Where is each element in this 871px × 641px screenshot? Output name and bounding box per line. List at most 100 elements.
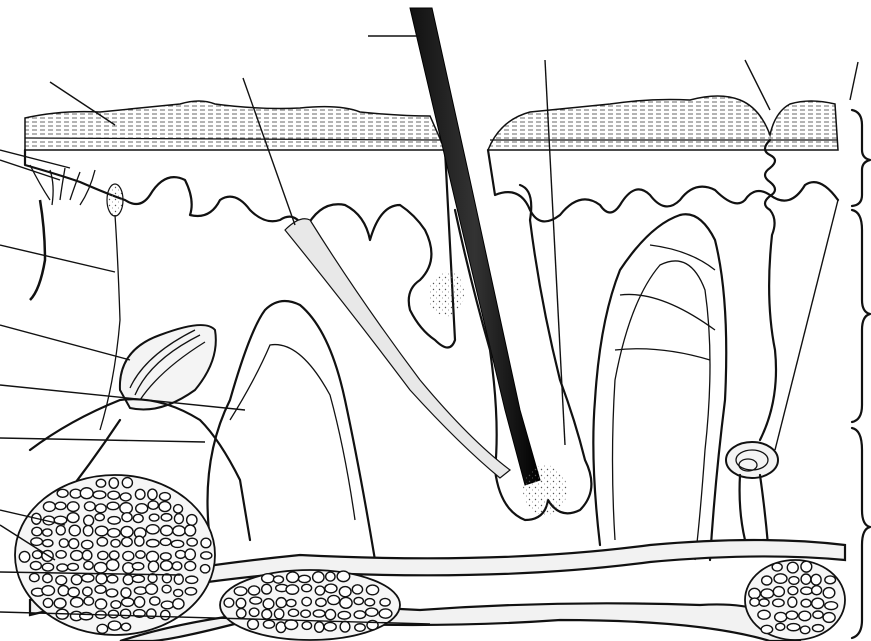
fat-cell <box>109 551 118 560</box>
sweat-gland-coil <box>726 442 778 545</box>
fat-cell <box>93 491 106 499</box>
bracket-epidermis <box>852 110 870 206</box>
fat-cell <box>84 561 93 569</box>
fat-cell <box>161 561 173 571</box>
fat-cell <box>68 563 79 570</box>
fat-cell <box>42 563 53 571</box>
fat-cell <box>812 586 822 595</box>
dermal-papillae-left <box>25 150 455 348</box>
fat-cell <box>262 609 272 619</box>
fat-cell <box>315 622 324 632</box>
fat-cell <box>812 625 823 632</box>
fat-cell <box>136 504 148 514</box>
fat-cell <box>366 608 378 616</box>
fat-cell <box>354 597 363 604</box>
fat-cell <box>759 599 769 606</box>
fat-cell <box>262 574 275 583</box>
vessel-loop-left <box>208 301 376 560</box>
fat-cell <box>224 598 234 607</box>
fat-cell <box>161 514 172 521</box>
fat-cell <box>340 597 352 608</box>
fat-cell <box>313 572 324 583</box>
fat-cell <box>234 587 247 596</box>
fat-cell <box>286 599 296 606</box>
bracket-hypodermis <box>852 428 870 638</box>
fat-cell <box>82 574 94 582</box>
fat-cell <box>68 588 79 597</box>
lamellar-corpuscle <box>120 325 216 409</box>
fat-cell <box>134 587 146 594</box>
fat-cell <box>237 609 246 618</box>
fat-cell <box>43 540 53 547</box>
fat-cell <box>761 589 774 598</box>
fat-cell <box>313 610 325 617</box>
sebaceous-gland <box>430 272 464 317</box>
fat-cell <box>800 626 810 634</box>
fat-cell <box>326 572 335 581</box>
fat-cell <box>56 576 67 585</box>
fat-cell <box>340 621 350 632</box>
fat-cell <box>187 538 197 546</box>
fat-cell <box>825 602 838 610</box>
fat-cell <box>825 576 836 584</box>
fat-cell <box>71 551 83 561</box>
fat-cell <box>96 479 105 487</box>
fat-cell <box>30 562 41 570</box>
fat-cell <box>148 501 158 509</box>
fat-cell <box>95 514 104 521</box>
fat-cell <box>134 597 144 608</box>
fat-cell <box>135 489 145 499</box>
fat-cell <box>813 611 823 618</box>
fat-cell <box>106 560 118 571</box>
fat-cell <box>339 587 351 597</box>
fat-cell <box>69 539 79 549</box>
fat-cell <box>54 598 66 608</box>
fat-cell <box>302 597 311 606</box>
fat-cell <box>160 538 171 545</box>
fat-cell <box>774 574 787 584</box>
fat-cell <box>43 574 52 583</box>
fat-cell <box>122 478 132 488</box>
fat-cell <box>201 552 212 559</box>
fat-cell <box>801 574 811 584</box>
leader-line <box>745 60 770 110</box>
fat-cell <box>823 588 835 599</box>
fat-cell <box>55 502 66 509</box>
fat-cell <box>301 610 311 617</box>
fat-cell <box>787 624 800 631</box>
dermal-papillae-right <box>488 150 838 221</box>
fat-cell <box>84 502 95 511</box>
fat-cell <box>70 489 81 498</box>
vessel-loop-right-inner <box>613 261 711 560</box>
fat-cell <box>812 598 824 608</box>
fat-cell <box>786 611 798 619</box>
fat-cell <box>262 584 272 594</box>
fat-cell <box>162 585 171 593</box>
fat-cell <box>97 624 108 633</box>
fat-cell <box>132 563 143 570</box>
fat-cell <box>801 599 811 607</box>
fat-lobule-left <box>15 475 215 635</box>
fat-cell <box>161 601 173 609</box>
fat-cell <box>287 572 299 582</box>
fat-cell <box>69 525 80 536</box>
fat-cell <box>185 588 196 595</box>
leader-line <box>0 150 70 168</box>
fat-cell <box>80 612 93 619</box>
fat-cell <box>96 573 107 583</box>
fat-cell <box>148 561 158 572</box>
fat-cell <box>788 597 797 607</box>
vessel-loop-left-inner <box>230 345 355 520</box>
epidermis-left <box>25 101 445 150</box>
fat-cell <box>302 584 312 591</box>
fat-cell <box>263 620 274 628</box>
hair-shaft <box>410 8 540 485</box>
fat-cell <box>108 491 120 499</box>
leader-line <box>0 245 115 272</box>
fat-lobule-right <box>745 560 845 640</box>
fat-cell <box>355 624 366 632</box>
bracket-dermis <box>852 210 870 422</box>
fat-cell <box>316 598 326 606</box>
